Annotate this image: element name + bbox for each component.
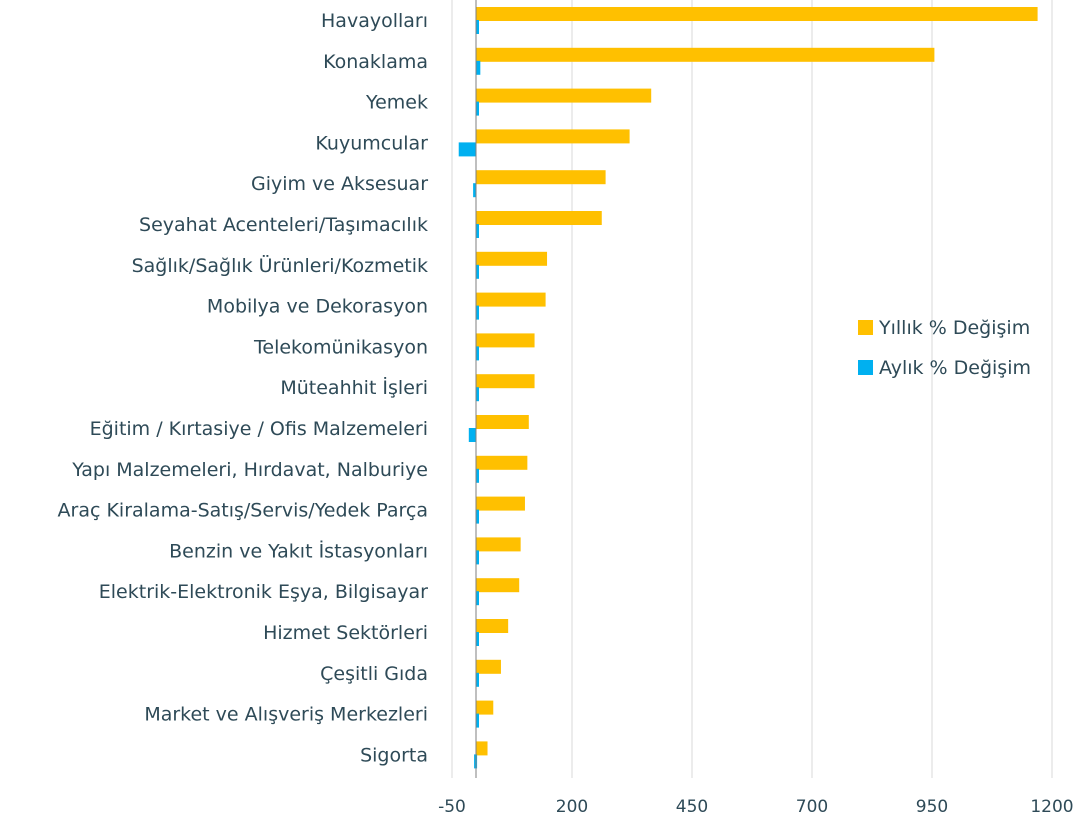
bar-monthly-14 <box>476 591 479 606</box>
bar-monthly-1 <box>476 60 481 75</box>
category-label: Mobilya ve Dekorasyon <box>207 296 428 318</box>
category-label: Araç Kiralama-Satış/Servis/Yedek Parça <box>58 500 428 522</box>
bars <box>458 7 1038 769</box>
category-label: Market ve Alışveriş Merkezleri <box>144 704 428 726</box>
bar-yearly-10 <box>476 415 529 429</box>
bar-yearly-8 <box>476 333 535 348</box>
x-axis-tick-labels: -50 200 450 700 950 1200 <box>438 797 1074 816</box>
bar-yearly-3 <box>476 129 630 144</box>
legend-label: Aylık % Değişim <box>879 357 1031 379</box>
legend-swatch <box>858 360 873 375</box>
bar-yearly-18 <box>476 741 488 756</box>
bar-monthly-6 <box>476 264 479 279</box>
bar-yearly-11 <box>476 455 528 470</box>
bar-monthly-11 <box>476 468 479 483</box>
category-label: Eğitim / Kırtasiye / Ofis Malzemeleri <box>90 418 428 440</box>
category-label: Telekomünikasyon <box>253 336 428 358</box>
category-label: Seyahat Acenteleri/Taşımacılık <box>139 214 428 236</box>
bar-monthly-12 <box>476 509 479 524</box>
bar-yearly-0 <box>476 7 1038 21</box>
bar-monthly-7 <box>476 305 479 320</box>
category-label: Kuyumcular <box>315 132 428 154</box>
category-label: Çeşitli Gıda <box>320 663 428 685</box>
category-label: Benzin ve Yakıt İstasyonları <box>169 539 428 562</box>
bar-yearly-12 <box>476 496 525 511</box>
category-label: Konaklama <box>323 51 428 73</box>
category-label: Yapı Malzemeleri, Hırdavat, Nalburiye <box>71 459 428 481</box>
bar-yearly-13 <box>476 537 521 552</box>
legend-swatch <box>858 320 873 335</box>
bar-monthly-4 <box>473 183 477 198</box>
category-label: Giyim ve Aksesuar <box>251 173 428 195</box>
x-tick-label: 450 <box>676 797 708 816</box>
bar-monthly-17 <box>476 713 479 728</box>
gridlines <box>451 0 1053 778</box>
bar-yearly-7 <box>476 292 546 307</box>
bar-monthly-3 <box>458 142 476 157</box>
bar-monthly-0 <box>476 20 479 34</box>
category-label: Yemek <box>365 92 428 114</box>
bar-yearly-4 <box>476 170 606 185</box>
legend-label: Yıllık % Değişim <box>878 317 1030 339</box>
x-tick-label: 950 <box>916 797 948 816</box>
bar-yearly-5 <box>476 211 602 225</box>
bar-yearly-9 <box>476 374 535 389</box>
bar-yearly-14 <box>476 578 520 593</box>
bar-monthly-5 <box>476 224 479 238</box>
category-label: Havayolları <box>321 10 428 32</box>
bar-yearly-6 <box>476 251 548 266</box>
bar-monthly-2 <box>476 101 479 116</box>
bar-yearly-2 <box>476 88 652 103</box>
bar-monthly-8 <box>476 346 479 361</box>
bar-yearly-15 <box>476 619 509 633</box>
category-labels: HavayollarıKonaklamaYemekKuyumcularGiyim… <box>58 10 429 766</box>
category-label: Sağlık/Sağlık Ürünleri/Kozmetik <box>132 254 428 277</box>
category-label: Sigorta <box>360 744 428 766</box>
bar-monthly-9 <box>476 387 479 402</box>
bar-yearly-16 <box>476 659 501 674</box>
category-label: Müteahhit İşleri <box>280 376 428 399</box>
bar-monthly-13 <box>476 550 479 565</box>
bar-monthly-16 <box>476 672 479 687</box>
x-tick-label: 200 <box>556 797 588 816</box>
category-label: Hizmet Sektörleri <box>263 622 428 644</box>
category-label: Elektrik-Elektronik Eşya, Bilgisayar <box>99 581 428 603</box>
x-tick-label: 700 <box>796 797 828 816</box>
bar-monthly-15 <box>476 632 479 646</box>
bar-yearly-17 <box>476 700 494 715</box>
bar-yearly-1 <box>476 47 935 62</box>
x-tick-label: -50 <box>438 797 466 816</box>
bar-monthly-10 <box>468 428 476 442</box>
x-tick-label: 1200 <box>1030 797 1073 816</box>
